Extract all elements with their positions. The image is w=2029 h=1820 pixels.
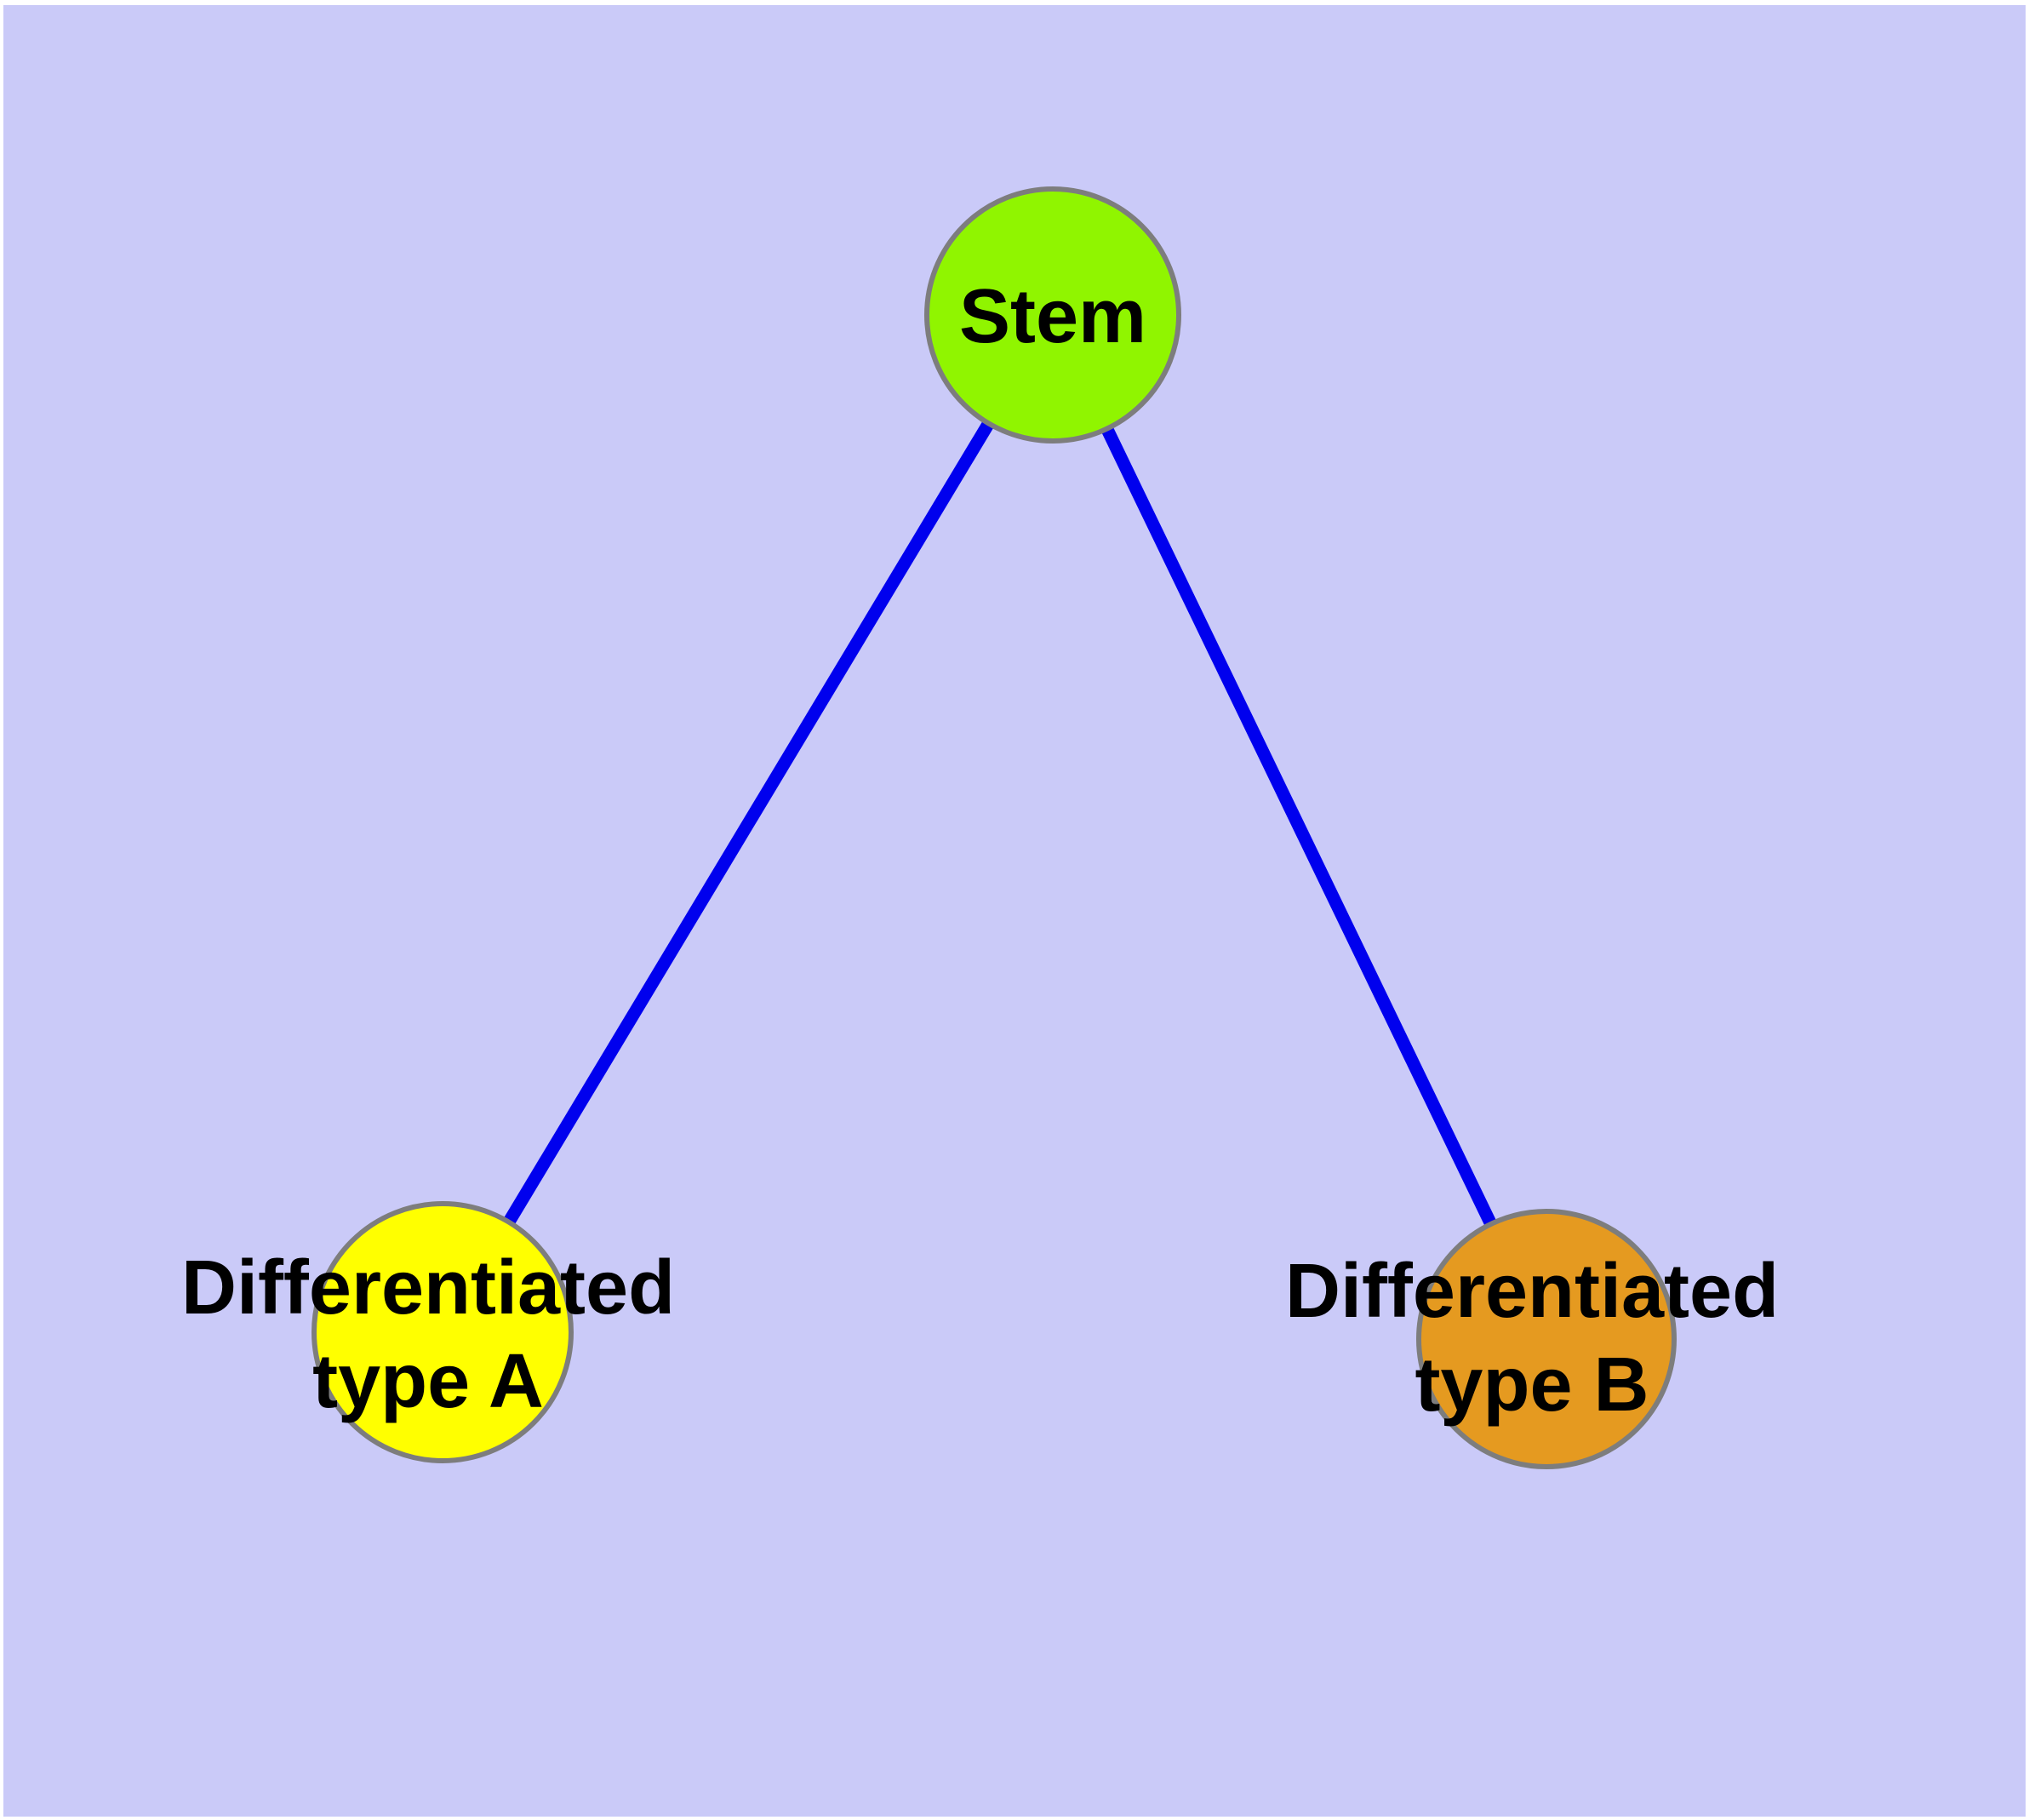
node-type-b-circle bbox=[1416, 1209, 1677, 1469]
node-stem-label-text: Stem bbox=[958, 274, 1147, 359]
node-type-a-label-line2: type A bbox=[312, 1339, 544, 1424]
node-type-a-circle bbox=[311, 1201, 574, 1463]
edge-stem-to-type-b bbox=[1047, 313, 1552, 1342]
edge-stem-to-type-a bbox=[437, 313, 1059, 1336]
node-type-a-label-line1: Differentiated bbox=[180, 1245, 676, 1331]
node-type-b-label: Differentiated type B bbox=[1285, 1245, 1779, 1432]
node-stem-circle bbox=[924, 186, 1181, 444]
node-type-a-label: Differentiated type A bbox=[181, 1241, 675, 1428]
node-type-b-label-line2: type B bbox=[1415, 1342, 1649, 1428]
node-type-b-label-line1: Differentiated bbox=[1284, 1249, 1780, 1334]
node-stem-label: Stem bbox=[959, 270, 1146, 363]
